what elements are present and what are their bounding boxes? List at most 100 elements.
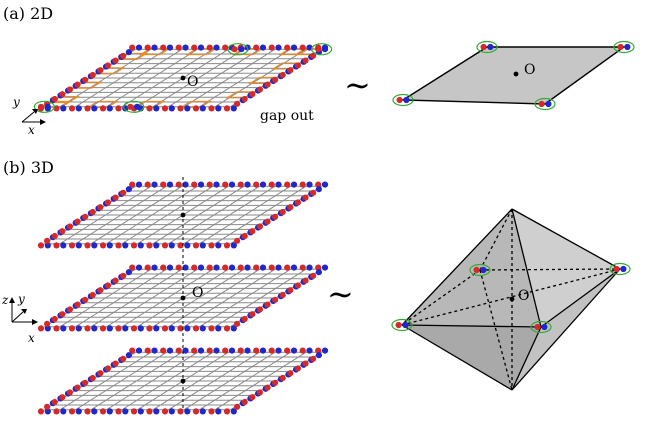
lattice2d-edge-pair-red <box>112 57 119 64</box>
lattice3d-layer1-edge-pair-red <box>146 242 153 249</box>
lattice3d-layer3-edge-pair-red <box>177 408 184 415</box>
lattice3d-layer1-edge-pair-red <box>315 181 322 188</box>
octa-edge <box>540 268 621 328</box>
lattice3d-layer3-edge-pair-red <box>272 379 279 386</box>
lattice3d-layer3-edge-pair-blue <box>44 408 51 415</box>
lattice3d-layer3-edge-pair-red <box>66 389 74 396</box>
lattice3d-layer1-edge-pair-red <box>115 242 122 249</box>
lattice3d-layer3-edge-pair-red <box>284 347 291 354</box>
lattice3d-layer3-edge-pair-red <box>237 347 244 354</box>
lattice3d-layer2-edge-pair-red <box>68 325 76 332</box>
octa-vertex-pair-blue <box>541 323 548 331</box>
lattice2d-edge-pair-red <box>99 105 107 112</box>
parallelogram-origin-dot <box>513 71 519 77</box>
lattice3d-layer2-edge-pair-red <box>112 277 119 284</box>
lattice3d-layer2-edge-pair-blue <box>75 325 82 332</box>
gap-out-annotation: gap out <box>260 108 314 124</box>
lattice3d-layer3-edge-pair-red <box>160 347 167 354</box>
lattice3d-layer3-edge-pair-blue <box>315 352 322 359</box>
lattice2d-edge-pair-red <box>302 57 309 64</box>
lattice3d-layer2-edge-pair-blue <box>199 325 206 332</box>
lattice3d-layer1-edge-pair-red <box>241 232 248 240</box>
lattice3d-layer2-edge-pair-blue <box>244 264 251 271</box>
lattice3d-layer3-edge-pair-red <box>84 408 91 415</box>
lattice3d-layer2-edge-pair-red <box>264 301 271 308</box>
lattice3d-layer2-edge-pair-red <box>272 296 279 303</box>
panel-a-label: (a) 2D <box>3 4 53 23</box>
lattice2d-edge-pair-blue <box>290 44 298 51</box>
lattice3d-layer3-edge-pair-red <box>175 347 182 354</box>
lattice3d-layer3-edge-pair-red <box>241 398 248 406</box>
lattice3d-layer1-edge-pair-red <box>89 208 96 216</box>
lattice3d-layer2-edge-pair-blue <box>125 269 132 276</box>
lattice3d-layer2-edge-pair-blue <box>230 325 237 332</box>
lattice3d-layer3-edge-pair-red <box>120 355 127 362</box>
lattice3d-layer1-edge-pair-red <box>253 181 260 188</box>
lattice3d-layer3-edge-pair-red <box>268 347 275 354</box>
para-corner-pair-blue <box>403 96 410 104</box>
lattice3d-layer2-edge-pair-blue <box>122 325 129 332</box>
lattice2d-edge-pair-blue <box>153 105 160 112</box>
lattice3d-layer1-edge-pair-red <box>51 232 58 240</box>
lattice3d-layer1-edge-pair-red <box>175 181 182 188</box>
y-axis-label-3d: y <box>17 292 25 306</box>
lattice3d-layer3-edge-pair-blue <box>153 408 160 415</box>
octa-vertex-pair-ring <box>530 320 552 334</box>
lattice2d-edge-pair-blue <box>106 105 113 112</box>
x-axis-label-3d: x <box>28 331 35 345</box>
lattice2d-edge-pair-red <box>144 44 151 51</box>
lattice2d-edge-pair-red <box>222 44 229 51</box>
lattice3d-layer2-edge-pair-blue <box>91 325 98 332</box>
lattice3d-layer1-edge-pair-blue <box>306 181 313 188</box>
lattice3d-layer2-edge-pair-red <box>299 264 306 271</box>
lattice3d-layer2-edge-pair-blue <box>290 264 298 271</box>
lattice3d-layer1-edge-pair-red <box>294 199 302 206</box>
lattice3d-layer2-edge-pair-red <box>104 282 112 289</box>
lattice3d-layer2-edge-pair-red <box>160 264 167 271</box>
lattice3d-layer2-edge-pair-red <box>287 287 294 294</box>
lattice3d-layer3-edge-pair-blue <box>75 408 82 415</box>
octa-vertex-pair-blue <box>620 265 627 273</box>
lattice3d-layer1-edge-pair-red <box>66 223 74 230</box>
lattice3d-layer1-edge-pair-blue <box>213 181 220 188</box>
lattice3d-layer1-edge-pair-blue <box>199 242 206 249</box>
octa-vertex-pair-ring <box>609 262 631 276</box>
lattice2d-corner-pair-ring <box>123 100 145 113</box>
lattice3d-layer1-edge-pair-blue <box>228 181 236 188</box>
lattice3d-layer1-edge-pair-blue <box>215 242 222 249</box>
lattice2d-edge-pair-red <box>160 44 167 51</box>
lattice3d-layer1-edge-pair-red <box>144 181 151 188</box>
lattice2d-edge-pair-blue <box>259 44 267 51</box>
lattice-3d <box>37 177 329 415</box>
para-corner-pair-red <box>396 96 403 104</box>
lattice3d-layer2-edge-pair-blue <box>168 325 175 332</box>
lattice2d-edge-pair-blue <box>275 44 282 51</box>
lattice3d-layer3-edge-pair-red <box>37 408 45 415</box>
octa-edge <box>401 324 542 328</box>
lattice3d-layer1-edge-pair-red <box>129 181 136 188</box>
lattice2d-edge-pair-red <box>192 105 200 112</box>
lattice3d-layer1-edge-pair-red <box>223 242 231 249</box>
octa-vertex-pair-red <box>395 321 402 329</box>
lattice3d-layer1-edge-pair-blue <box>315 186 322 193</box>
lattice3d-layer1-edge-pair-blue <box>44 242 51 249</box>
lattice3d-layer2-edge-pair-red <box>284 264 291 271</box>
para-corner-pair-red <box>538 100 545 108</box>
lattice3d-layer2-edge-pair-red <box>206 264 213 271</box>
lattice3d-layer2-edge-pair-red <box>115 325 122 332</box>
lattice2d-corner-pair-blue <box>133 103 141 110</box>
lattice3d-layer3-edge-pair-blue <box>199 408 206 415</box>
para-corner-pair-ring <box>613 40 635 54</box>
axes-3d: x y z <box>1 292 38 345</box>
lattice3d-layer2-edge-pair-red <box>59 311 66 318</box>
lattice2d-edge-pair-red <box>256 86 264 93</box>
lattice2d-edge-pair-red <box>223 105 231 112</box>
lattice3d-layer3-edge-pair-red <box>279 374 286 382</box>
lattice3d-layer3-edge-pair-blue <box>244 347 251 354</box>
lattice3d-layer3-edge-pair-red <box>264 384 271 391</box>
lattice3d-layer1-edge-pair-red <box>104 199 112 206</box>
lattice3d-layer3-edge-pair-red <box>68 408 76 415</box>
lattice2d-edge-pair-red <box>284 44 291 51</box>
lattice3d-layer1-edge-pair-red <box>112 194 119 201</box>
lattice2d-edge-pair-red <box>51 95 58 103</box>
